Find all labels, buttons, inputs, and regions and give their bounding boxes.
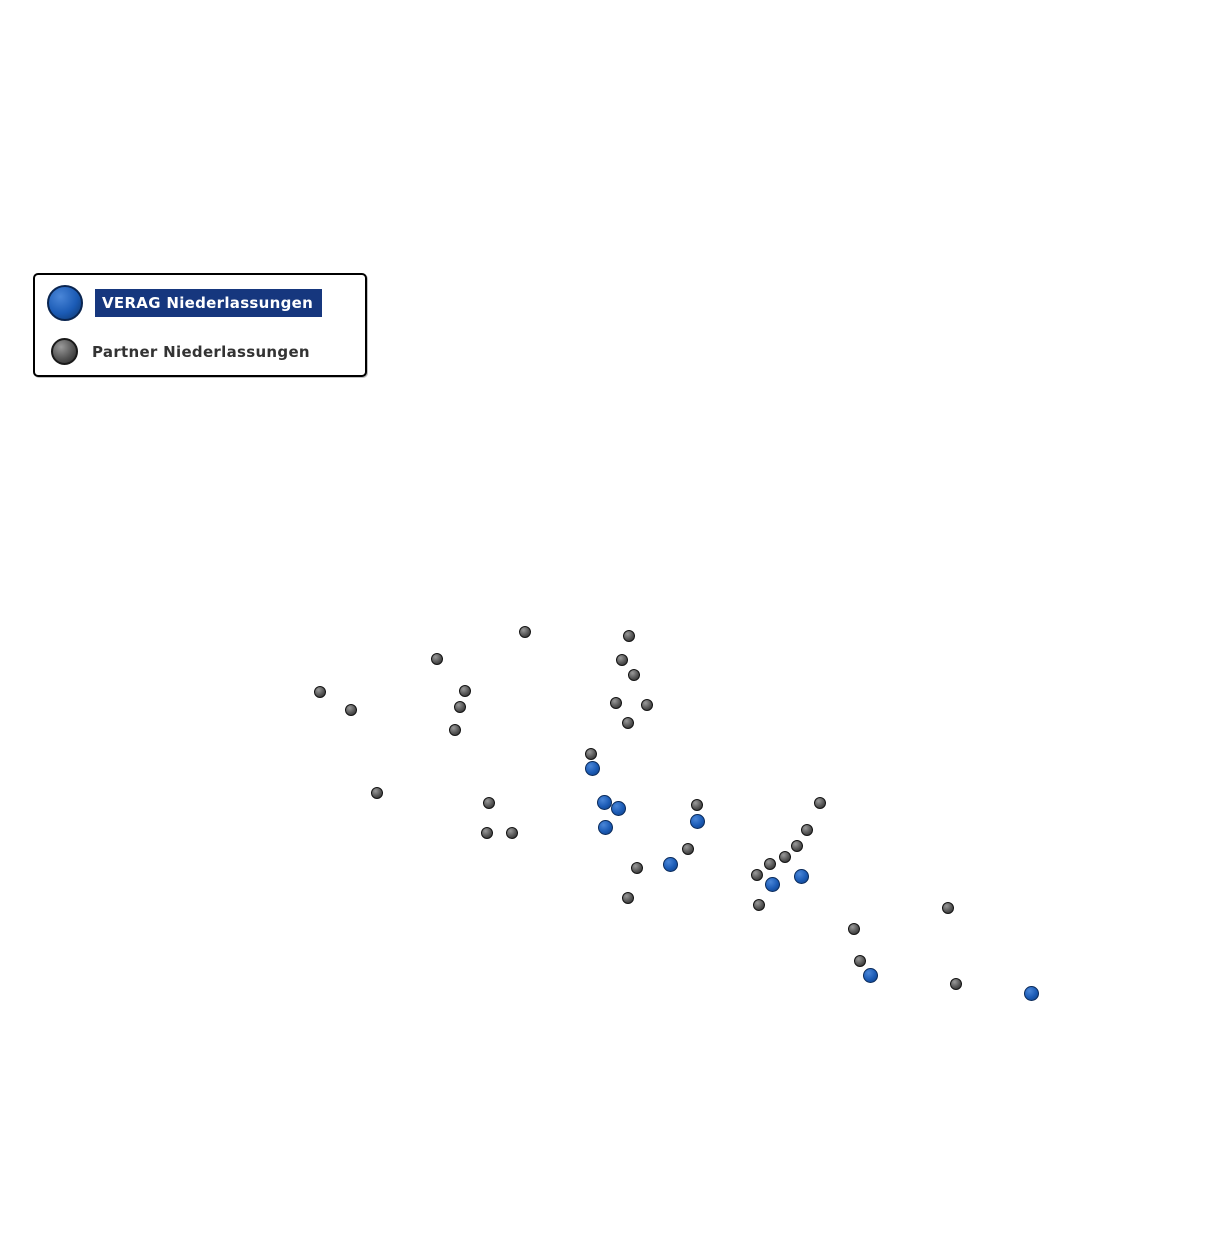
verag-marker[interactable] [689,813,705,829]
legend: VERAG Niederlassungen Partner Niederlass… [33,273,367,377]
partner-marker[interactable] [622,892,634,904]
legend-label-partner: Partner Niederlassungen [92,342,310,361]
verag-marker[interactable] [1023,985,1039,1001]
partner-marker[interactable] [519,626,531,638]
verag-marker-icon [47,285,83,321]
verag-marker[interactable] [764,876,780,892]
partner-marker[interactable] [481,827,493,839]
partner-marker[interactable] [459,685,471,697]
partner-marker[interactable] [691,799,703,811]
partner-marker[interactable] [854,955,866,967]
legend-item-verag[interactable]: VERAG Niederlassungen [47,285,353,321]
partner-marker[interactable] [431,653,443,665]
partner-marker[interactable] [483,797,495,809]
partner-marker[interactable] [449,724,461,736]
verag-marker[interactable] [597,819,613,835]
partner-marker[interactable] [950,978,962,990]
partner-marker[interactable] [314,686,326,698]
partner-marker[interactable] [454,701,466,713]
partner-marker[interactable] [585,748,597,760]
verag-marker[interactable] [610,800,626,816]
verag-marker[interactable] [584,760,600,776]
partner-marker[interactable] [753,899,765,911]
partner-marker[interactable] [506,827,518,839]
partner-marker[interactable] [814,797,826,809]
partner-marker[interactable] [610,697,622,709]
partner-marker[interactable] [628,669,640,681]
partner-marker[interactable] [682,843,694,855]
partner-marker[interactable] [791,840,803,852]
partner-marker[interactable] [848,923,860,935]
partner-marker[interactable] [622,717,634,729]
partner-marker[interactable] [801,824,813,836]
partner-marker[interactable] [631,862,643,874]
partner-marker[interactable] [942,902,954,914]
partner-marker[interactable] [345,704,357,716]
legend-item-partner[interactable]: Partner Niederlassungen [47,338,353,365]
verag-marker[interactable] [862,967,878,983]
partner-marker[interactable] [751,869,763,881]
partner-marker[interactable] [764,858,776,870]
partner-marker[interactable] [616,654,628,666]
partner-marker-icon [51,338,78,365]
verag-marker[interactable] [662,856,678,872]
verag-marker[interactable] [793,868,809,884]
verag-marker[interactable] [596,794,612,810]
partner-marker[interactable] [641,699,653,711]
partner-marker[interactable] [371,787,383,799]
legend-label-verag: VERAG Niederlassungen [95,289,323,317]
partner-marker[interactable] [779,851,791,863]
partner-marker[interactable] [623,630,635,642]
